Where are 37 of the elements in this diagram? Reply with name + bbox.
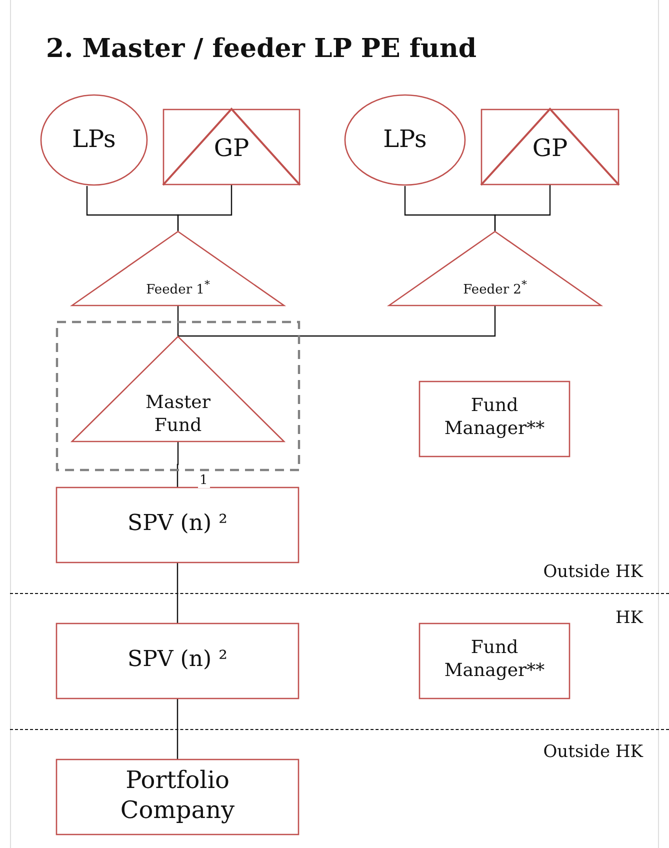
title: 2. Master / feeder LP PE fund [46,34,477,64]
process-box [56,487,299,563]
node-text: SPV (n) ² [126,510,228,538]
node-text: Feeder 2$^{*}$ [462,278,528,299]
triangle-in-box-node [481,109,619,185]
ellipse-node [344,94,466,186]
connector-line [177,306,179,336]
region-label: HK [615,608,643,628]
connector-line [177,185,232,231]
triangle-node [72,336,284,442]
node-text: Fund Manager** [443,637,546,682]
process-box [56,759,299,835]
connector-line [176,563,178,623]
ellipse-node [40,94,148,186]
node-text: GP [212,133,250,163]
connector-line [176,699,178,759]
connector-line [176,442,179,487]
triangle-node [72,231,284,306]
node-text: Master Fund [144,392,212,437]
dashed-boundary-box [56,321,300,471]
process-box [419,381,570,457]
connector-line [178,306,496,337]
region-label: Outside HK [543,742,643,762]
node-text: LPs [382,124,428,154]
node-text: Fund Manager** [443,395,546,440]
triangle-in-box-node [163,109,300,185]
node-text: GP [531,133,569,163]
node-text: LPs [71,124,117,154]
process-box [56,623,299,699]
node-text: SPV (n) ² [126,646,228,674]
edge-label: 1 [198,474,210,488]
region-label: Outside HK [543,562,643,582]
connector-line [494,185,551,231]
triangle-node [389,231,601,306]
node-text: Portfolio Company [119,765,236,825]
process-box [419,623,570,699]
node-text: Feeder 1$^{*}$ [145,278,211,299]
